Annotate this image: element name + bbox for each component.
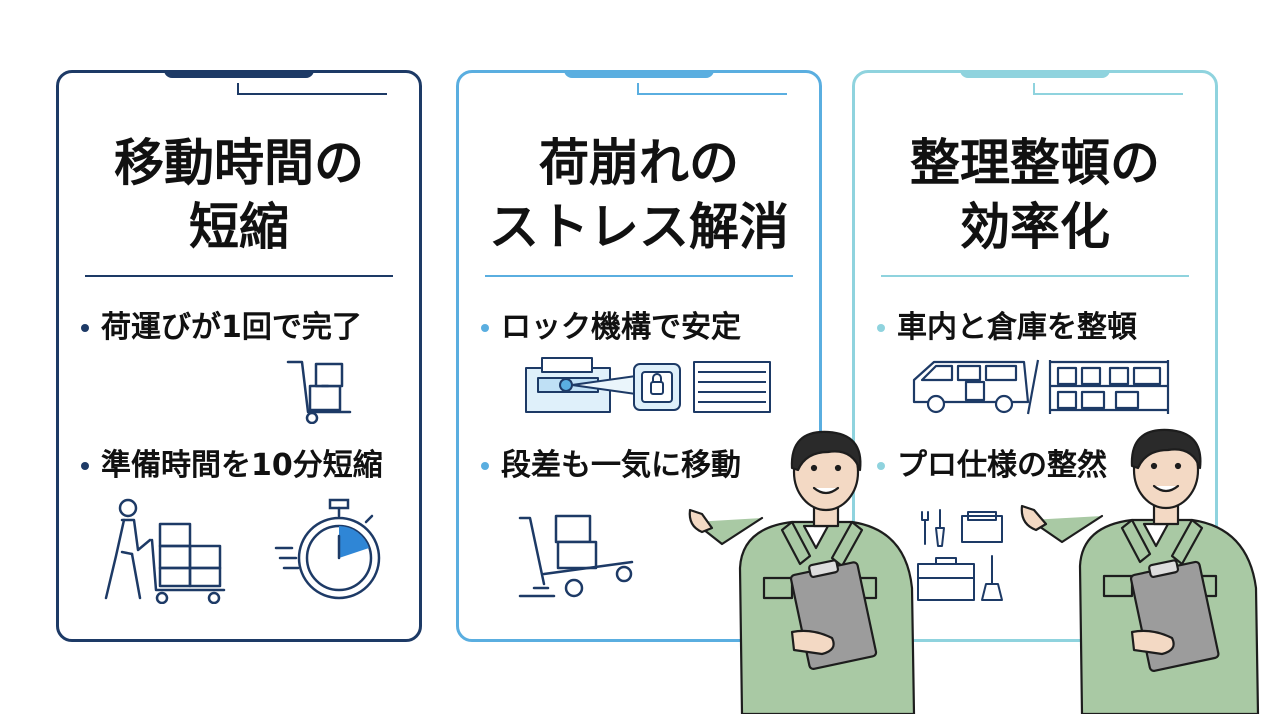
card-top-line bbox=[637, 83, 787, 95]
card-divider bbox=[485, 275, 793, 277]
card-title-line-2: ストレス解消 bbox=[489, 198, 789, 256]
card-top-line bbox=[1033, 83, 1183, 95]
van-icon bbox=[908, 354, 1036, 418]
bullet-dot bbox=[81, 462, 89, 470]
card-title-line-2: 効率化 bbox=[960, 198, 1110, 256]
card-bullet: プロ仕様の整然 bbox=[877, 447, 1107, 485]
tools-icon bbox=[916, 508, 1026, 604]
card-bullet: 段差も一気に移動 bbox=[481, 447, 741, 485]
card-tab bbox=[960, 70, 1110, 78]
card-tab bbox=[164, 70, 314, 78]
card-bullet: 車内と倉庫を整頓 bbox=[877, 309, 1137, 347]
card-top-line bbox=[237, 83, 387, 95]
worker-illustration bbox=[1012, 412, 1272, 718]
card-title: 移動時間の 短縮 bbox=[59, 131, 419, 259]
stair-trolley-icon bbox=[514, 508, 654, 600]
bullet-dot bbox=[481, 462, 489, 470]
card-bullet: 荷運びが1回で完了 bbox=[81, 309, 362, 347]
card-divider bbox=[85, 275, 393, 277]
card-tab bbox=[564, 70, 714, 78]
card-divider bbox=[881, 275, 1189, 277]
bullet-text: 段差も一気に移動 bbox=[501, 448, 741, 483]
shelf-icon bbox=[1024, 354, 1174, 418]
card-title-line-2: 短縮 bbox=[189, 198, 289, 256]
bullet-text: 準備時間を10分短縮 bbox=[101, 448, 383, 483]
bullet-text: 荷運びが1回で完了 bbox=[101, 310, 362, 345]
card-title-line-1: 整理整頓の bbox=[910, 134, 1160, 192]
hand-truck-icon bbox=[282, 356, 358, 424]
worker-cart-icon bbox=[98, 498, 228, 604]
bullet-text: 車内と倉庫を整頓 bbox=[897, 310, 1137, 345]
card-title-line-1: 移動時間の bbox=[114, 134, 364, 192]
stopwatch-icon bbox=[274, 496, 384, 606]
card-title: 整理整頓の 効率化 bbox=[855, 131, 1215, 259]
bullet-dot bbox=[481, 324, 489, 332]
card-bullet: ロック機構で安定 bbox=[481, 309, 741, 347]
bullet-dot bbox=[877, 462, 885, 470]
lock-mechanism-icon bbox=[524, 354, 774, 416]
worker-illustration bbox=[682, 418, 922, 718]
bullet-text: ロック機構で安定 bbox=[501, 310, 741, 345]
bullet-dot bbox=[877, 324, 885, 332]
card-title: 荷崩れの ストレス解消 bbox=[459, 131, 819, 259]
bullet-text: プロ仕様の整然 bbox=[897, 448, 1107, 483]
bullet-dot bbox=[81, 324, 89, 332]
card-bullet: 準備時間を10分短縮 bbox=[81, 447, 383, 485]
card-title-line-1: 荷崩れの bbox=[539, 134, 739, 192]
